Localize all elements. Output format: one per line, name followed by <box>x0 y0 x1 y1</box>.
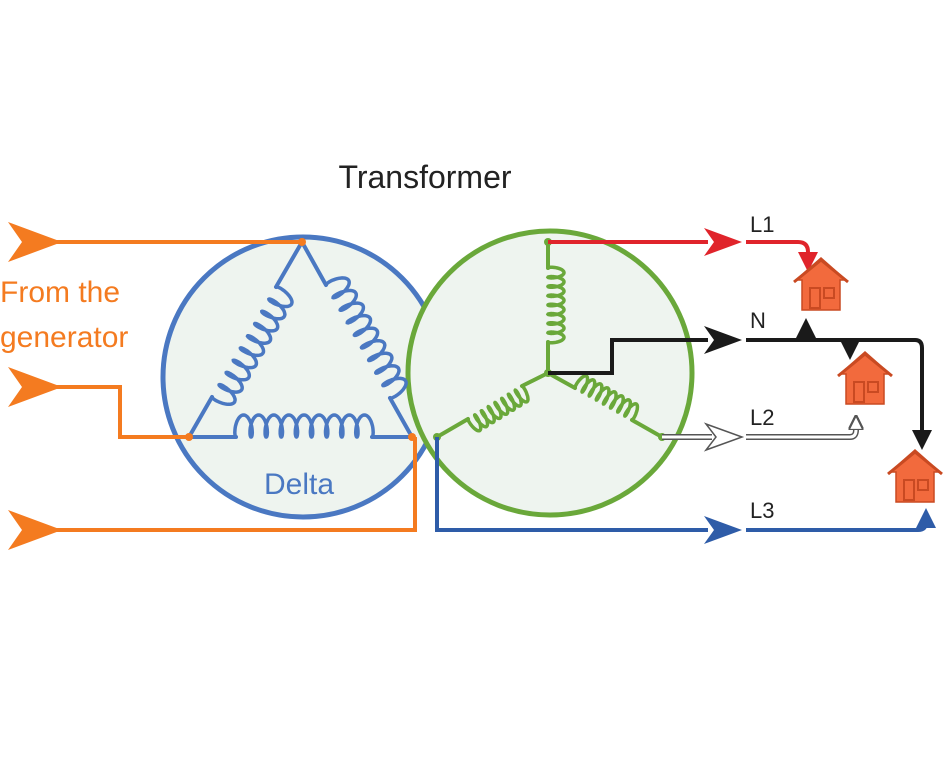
coil-path <box>545 265 566 345</box>
coil-path <box>573 374 640 422</box>
house-part <box>887 450 943 476</box>
label-l3: L3 <box>750 498 774 523</box>
generator-line-middle <box>55 385 189 439</box>
delta-label: Delta <box>264 468 334 501</box>
arrow-right-icon <box>704 516 742 544</box>
line-l2 <box>662 418 856 452</box>
label-l2: L2 <box>750 405 774 430</box>
house-part <box>853 381 865 403</box>
generator-arrows <box>8 222 62 550</box>
delta-coil-bottom <box>233 413 375 439</box>
arrow-right-icon <box>703 422 745 452</box>
house-part <box>837 352 893 378</box>
line-neutral <box>548 318 932 450</box>
generator-line-bottom <box>55 437 417 532</box>
arrow-right-icon <box>704 326 742 354</box>
house-icon <box>793 257 849 311</box>
wye-coil-top <box>545 265 566 345</box>
house-part <box>903 479 915 501</box>
arrow-right-icon <box>8 510 62 550</box>
house-part <box>809 287 821 309</box>
coil-path <box>466 384 530 433</box>
arrow-right-icon <box>8 222 62 262</box>
wye-winding <box>433 238 666 441</box>
coil-path <box>210 285 294 407</box>
generator-input-lines <box>55 240 417 532</box>
label-n: N <box>750 308 766 333</box>
label-l1: L1 <box>750 212 774 237</box>
line-l3 <box>435 437 936 544</box>
arrow-right-icon <box>704 228 742 256</box>
house-icon <box>887 449 943 503</box>
delta-winding <box>185 238 416 441</box>
arrow-right-icon <box>8 367 62 407</box>
delta-coil-left <box>210 285 294 407</box>
house-part <box>867 381 879 393</box>
delta-coil-right <box>324 276 408 400</box>
wye-coil-right <box>573 374 640 422</box>
transformer-title: Transformer <box>338 159 511 195</box>
house-icon <box>837 351 893 405</box>
house-part <box>793 258 849 284</box>
line-l1 <box>548 228 818 272</box>
coil-path <box>324 276 408 400</box>
coil-path <box>233 413 375 439</box>
house-part <box>823 287 835 299</box>
generator-label-line1: From the <box>0 276 120 309</box>
generator-label-line2: generator <box>0 321 128 354</box>
house-part <box>917 479 929 491</box>
wye-coil-left <box>466 384 530 433</box>
